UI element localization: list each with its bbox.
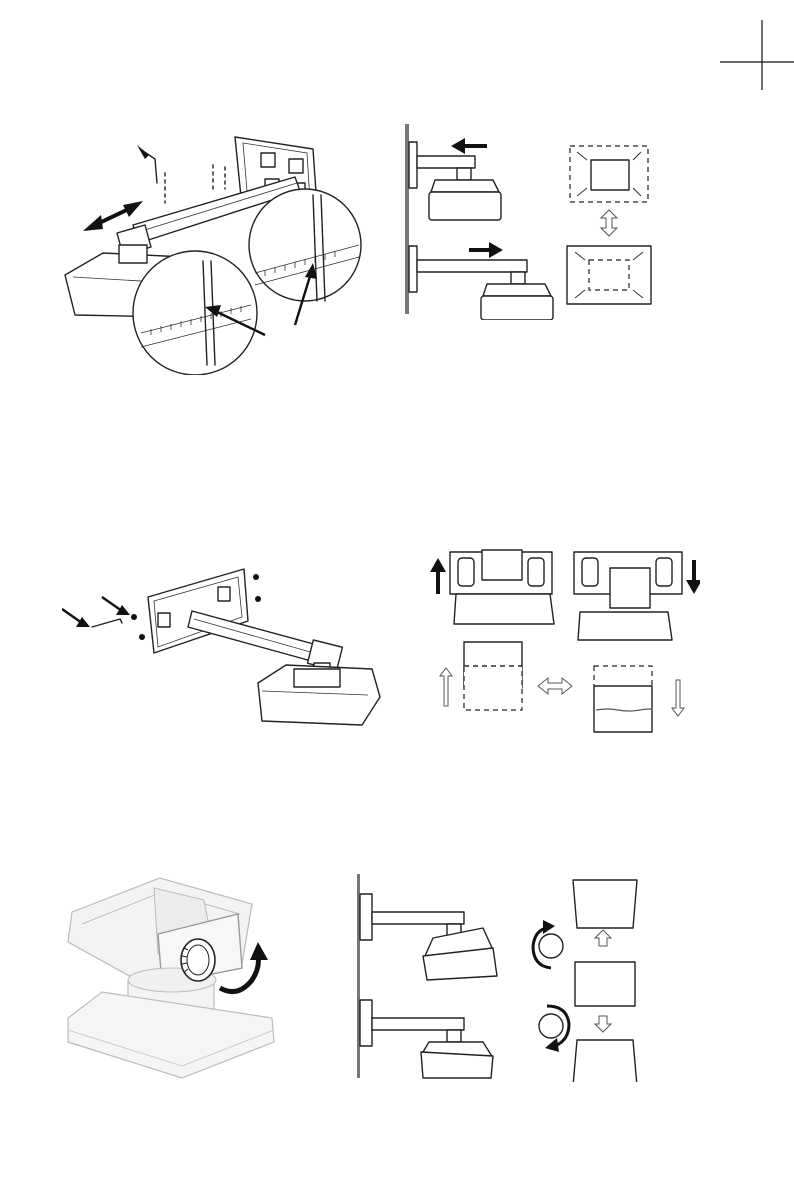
figure-arm-length-adjust [55, 125, 375, 375]
image-size-diagram [567, 146, 651, 304]
keystone-diagram [573, 880, 637, 1082]
wall-plate [148, 569, 248, 653]
tilt-up-icon [360, 894, 497, 980]
figure-keystone [355, 872, 645, 1082]
magnifier-scale-left [133, 251, 257, 375]
magnifier-scale-right [249, 189, 361, 301]
tilt-knob-icon [181, 939, 215, 981]
arm-retract-icon [409, 138, 501, 220]
hex-key-icon [92, 619, 122, 627]
plate-up-icon [430, 550, 554, 624]
plate-down-icon [574, 552, 700, 640]
figure-image-shift [428, 548, 700, 736]
figure-tilt-knob [62, 872, 287, 1082]
figure-image-size [395, 122, 670, 320]
figure-wall-plate-screws [62, 565, 397, 745]
double-horizontal-arrow-icon [538, 678, 572, 694]
arm-extend-icon [409, 242, 553, 320]
image-shift-diagram [440, 642, 684, 732]
rotate-cw-icon [539, 1006, 569, 1052]
tilt-down-icon [360, 1000, 493, 1078]
crop-mark [720, 20, 794, 90]
rotate-ccw-icon [533, 920, 563, 968]
double-vertical-arrow-icon [601, 210, 617, 236]
